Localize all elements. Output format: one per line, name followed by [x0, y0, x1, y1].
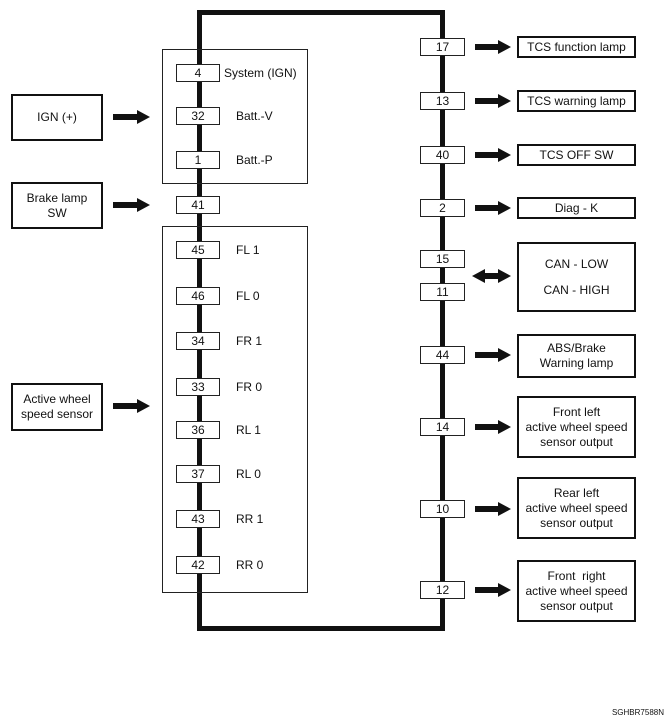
arrow-tcs-off-sw-out	[475, 148, 511, 162]
arrow-front-left-output	[475, 420, 511, 434]
wheel-sensor-pin-group	[162, 226, 308, 593]
output-label-line: Warning lamp	[539, 356, 614, 370]
input-box-ign: IGN (+)	[11, 94, 103, 141]
can-bus-box: CAN - LOW CAN - HIGH	[517, 242, 636, 312]
output-box-tcs-off-sw: TCS OFF SW	[517, 144, 636, 166]
input-label-line: Active wheel	[23, 392, 91, 406]
arrow-rear-left-output	[475, 502, 511, 516]
output-label-line: Front right	[547, 568, 606, 583]
pin-label-43: RR 1	[236, 512, 264, 526]
pin-box-15: 15	[420, 250, 465, 268]
pin-label-36: RL 1	[236, 423, 261, 437]
arrow-front-right-output	[475, 583, 511, 597]
pin-box-2: 2	[420, 199, 465, 217]
pin-box-17: 17	[420, 38, 465, 56]
output-label-line: active wheel speed	[525, 419, 628, 434]
output-box-front-right-sensor-output: Front right active wheel speed sensor ou…	[517, 560, 636, 622]
output-label-line: sensor output	[540, 598, 613, 613]
arrow-tcs-function-lamp-out	[475, 40, 511, 54]
output-box-abs-brake-warning-lamp: ABS/Brake Warning lamp	[517, 334, 636, 378]
pin-box-14: 14	[420, 418, 465, 436]
arrow-diag-k-out	[475, 201, 511, 215]
input-label-line: speed sensor	[20, 407, 94, 421]
pin-box-1: 1	[176, 151, 220, 169]
pin-box-44: 44	[420, 346, 465, 364]
output-label-line: ABS/Brake	[547, 341, 606, 355]
pin-box-37: 37	[176, 465, 220, 483]
pin-label-4: System (IGN)	[224, 66, 297, 80]
output-label-line: sensor output	[540, 515, 613, 530]
pin-box-11: 11	[420, 283, 465, 301]
output-label-line: Rear left	[553, 485, 600, 500]
pin-box-43: 43	[176, 510, 220, 528]
output-label-line: TCS warning lamp	[527, 93, 626, 108]
arrow-brake-lamp-in	[113, 198, 150, 212]
output-box-rear-left-sensor-output: Rear left active wheel speed sensor outp…	[517, 477, 636, 539]
output-label-line: sensor output	[540, 434, 613, 449]
output-box-tcs-warning-lamp: TCS warning lamp	[517, 90, 636, 112]
output-label-line: active wheel speed	[525, 500, 628, 515]
pin-label-45: FL 1	[236, 243, 260, 257]
input-label-line: Brake lamp	[26, 190, 88, 205]
power-pin-group	[162, 49, 308, 184]
control-unit-box	[197, 10, 445, 631]
pin-box-33: 33	[176, 378, 220, 396]
output-box-front-left-sensor-output: Front left active wheel speed sensor out…	[517, 396, 636, 458]
pin-box-45: 45	[176, 241, 220, 259]
pin-label-42: RR 0	[236, 558, 264, 572]
pin-box-42: 42	[176, 556, 220, 574]
pin-label-46: FL 0	[236, 289, 260, 303]
can-high-label: CAN - HIGH	[543, 282, 610, 297]
output-label-line: Front left	[552, 404, 601, 419]
can-low-label: CAN - LOW	[544, 256, 609, 271]
pin-label-33: FR 0	[236, 380, 263, 394]
output-box-diag-k: Diag - K	[517, 197, 636, 219]
input-box-active-wheel-speed-sensor: Active wheel speed sensor	[11, 383, 103, 431]
pin-box-10: 10	[420, 500, 465, 518]
pin-label-32: Batt.-V	[236, 109, 273, 123]
pin-box-41: 41	[176, 196, 220, 214]
output-label-line: TCS function lamp	[527, 39, 626, 54]
output-box-tcs-function-lamp: TCS function lamp	[517, 36, 636, 58]
pin-box-36: 36	[176, 421, 220, 439]
input-label-line: IGN (+)	[37, 110, 77, 124]
input-box-brake-lamp-sw: Brake lamp SW	[11, 182, 103, 229]
output-label-line: TCS OFF SW	[539, 147, 614, 162]
arrow-ign-in	[113, 110, 150, 124]
arrow-abs-brake-lamp-out	[475, 348, 511, 362]
pin-label-1: Batt.-P	[236, 153, 273, 167]
pin-box-40: 40	[420, 146, 465, 164]
pin-label-34: FR 1	[236, 334, 263, 348]
input-label-line: SW	[47, 205, 67, 220]
pin-box-12: 12	[420, 581, 465, 599]
figure-code: SGHBR7588N	[611, 708, 664, 717]
pin-box-32: 32	[176, 107, 220, 125]
output-label-line: active wheel speed	[525, 583, 628, 598]
pin-box-46: 46	[176, 287, 220, 305]
output-label-line: Diag - K	[554, 200, 599, 215]
pin-box-4: 4	[176, 64, 220, 82]
arrow-tcs-warning-lamp-out	[475, 94, 511, 108]
pin-label-37: RL 0	[236, 467, 261, 481]
pin-box-13: 13	[420, 92, 465, 110]
pin-box-34: 34	[176, 332, 220, 350]
arrow-wheel-sensor-in	[113, 399, 150, 413]
arrow-can-bidirectional	[472, 269, 511, 283]
